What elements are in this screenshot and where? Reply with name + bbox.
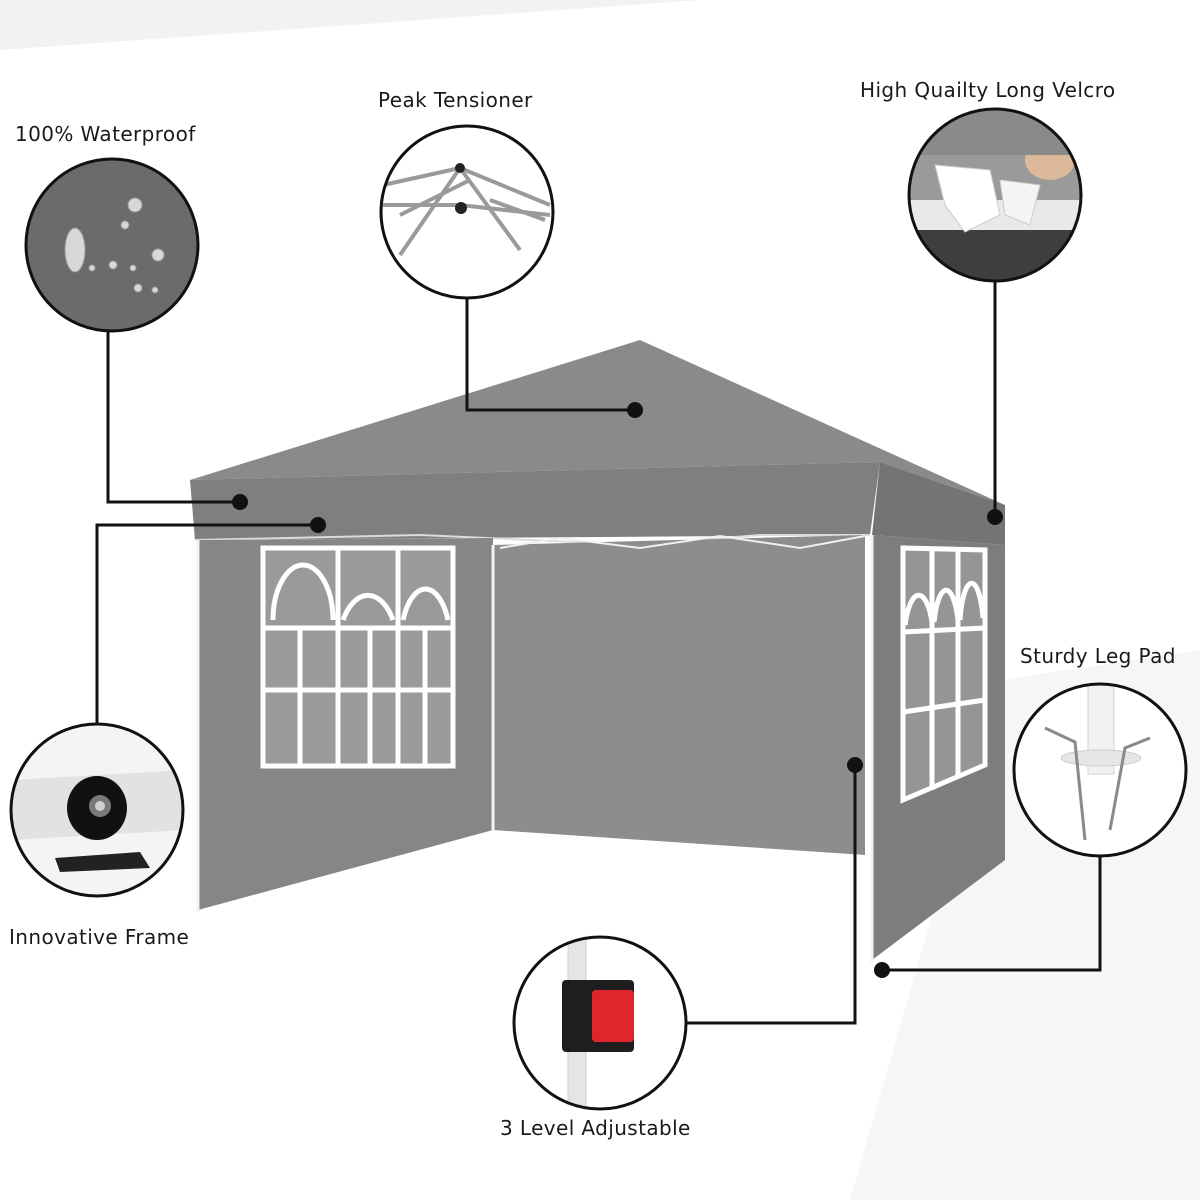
- peak-tensioner-inset: [379, 124, 555, 300]
- tent-back-wall: [493, 534, 866, 855]
- leg-pad-label: Sturdy Leg Pad: [1020, 644, 1176, 668]
- left-window: [260, 545, 456, 769]
- frame-label: Innovative Frame: [9, 925, 190, 949]
- adjustable-label: 3 Level Adjustable: [500, 1116, 691, 1140]
- innovative-frame-inset: [9, 722, 185, 898]
- waterproof-inset: [24, 157, 200, 333]
- peak-tensioner-label: Peak Tensioner: [378, 88, 533, 112]
- leader-dots: [232, 402, 1003, 978]
- leader-lines: [95, 281, 1102, 1025]
- waterproof-label: 100% Waterproof: [15, 122, 196, 146]
- leg-pad-inset: [1012, 682, 1188, 858]
- velcro-inset: [907, 107, 1083, 283]
- right-window: [900, 545, 988, 804]
- tent-roof: [190, 340, 1005, 547]
- background-shade: [0, 0, 700, 50]
- adjustable-inset: [512, 935, 688, 1111]
- velcro-label: High Quailty Long Velcro: [860, 78, 1116, 102]
